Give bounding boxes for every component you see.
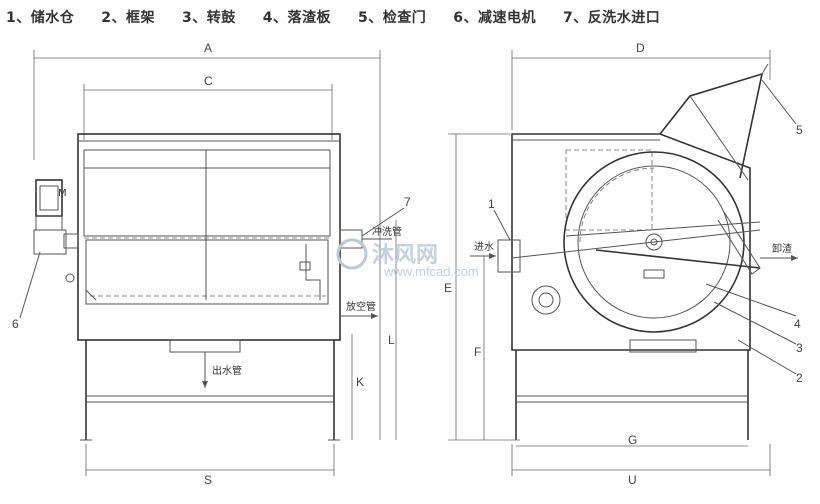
- dim-label-l: L: [388, 333, 395, 347]
- dim-label-a: A: [204, 41, 212, 55]
- drum-lower: [85, 239, 329, 305]
- legend-item-4: 4、落渣板: [262, 10, 331, 26]
- motor-tag: M: [58, 188, 67, 199]
- inlet-flange: [497, 239, 521, 273]
- side-view: D 5 进水 1 卸渣 4: [444, 41, 803, 487]
- tank-body: [77, 133, 341, 341]
- dim-label-g: G: [628, 433, 637, 447]
- callout-7: 7: [404, 195, 411, 209]
- inlet-label: 进水: [474, 241, 494, 253]
- callout-1: 1: [488, 197, 495, 211]
- dim-label-f: F: [474, 345, 481, 359]
- drum-outer: [563, 151, 745, 333]
- callout-2: 2: [796, 371, 803, 385]
- callout-5: 5: [796, 123, 803, 137]
- dim-label-u: U: [628, 473, 637, 487]
- legend-item-2: 2、框架: [101, 10, 155, 26]
- dim-label-c: C: [204, 74, 213, 88]
- callout-4: 4: [794, 317, 801, 331]
- outlet-flange: [169, 339, 241, 353]
- legend-item-5: 5、检查门: [358, 10, 427, 26]
- watermark-url: www.mfcad.com: [383, 264, 479, 279]
- watermark: 沐风网 www.mfcad.com: [336, 238, 479, 279]
- dim-label-s: S: [204, 473, 212, 487]
- dim-label-e: E: [444, 281, 452, 295]
- callout-3: 3: [796, 341, 803, 355]
- front-view: A C 出水管: [12, 41, 411, 487]
- component-legend: 1、储水仓 2、框架 3、转鼓 4、落渣板 5、检查门 6、减速电机 7、反洗水…: [6, 4, 687, 30]
- legend-item-7: 7、反洗水进口: [563, 10, 661, 26]
- slag-plate: [595, 249, 761, 269]
- outlet-label: 出水管: [212, 364, 242, 377]
- drain-label: 放空管: [346, 300, 376, 313]
- legend-item-1: 1、储水仓: [6, 10, 75, 26]
- callout-6: 6: [12, 317, 19, 331]
- slag-label: 卸渣: [772, 242, 792, 255]
- side-outlet: [531, 285, 561, 315]
- dim-label-k: K: [356, 375, 364, 389]
- legend-item-6: 6、减速电机: [453, 10, 536, 26]
- gearbox: [33, 229, 67, 255]
- backwash-label: 冲洗管: [372, 225, 402, 238]
- dim-label-d: D: [636, 41, 645, 55]
- side-tank: [511, 133, 751, 351]
- inspection-door: [659, 72, 764, 179]
- drum-upper: [83, 149, 331, 237]
- legend-item-3: 3、转鼓: [182, 10, 236, 26]
- inlet-chute: [511, 229, 761, 259]
- watermark-text: 沐风网: [372, 243, 438, 268]
